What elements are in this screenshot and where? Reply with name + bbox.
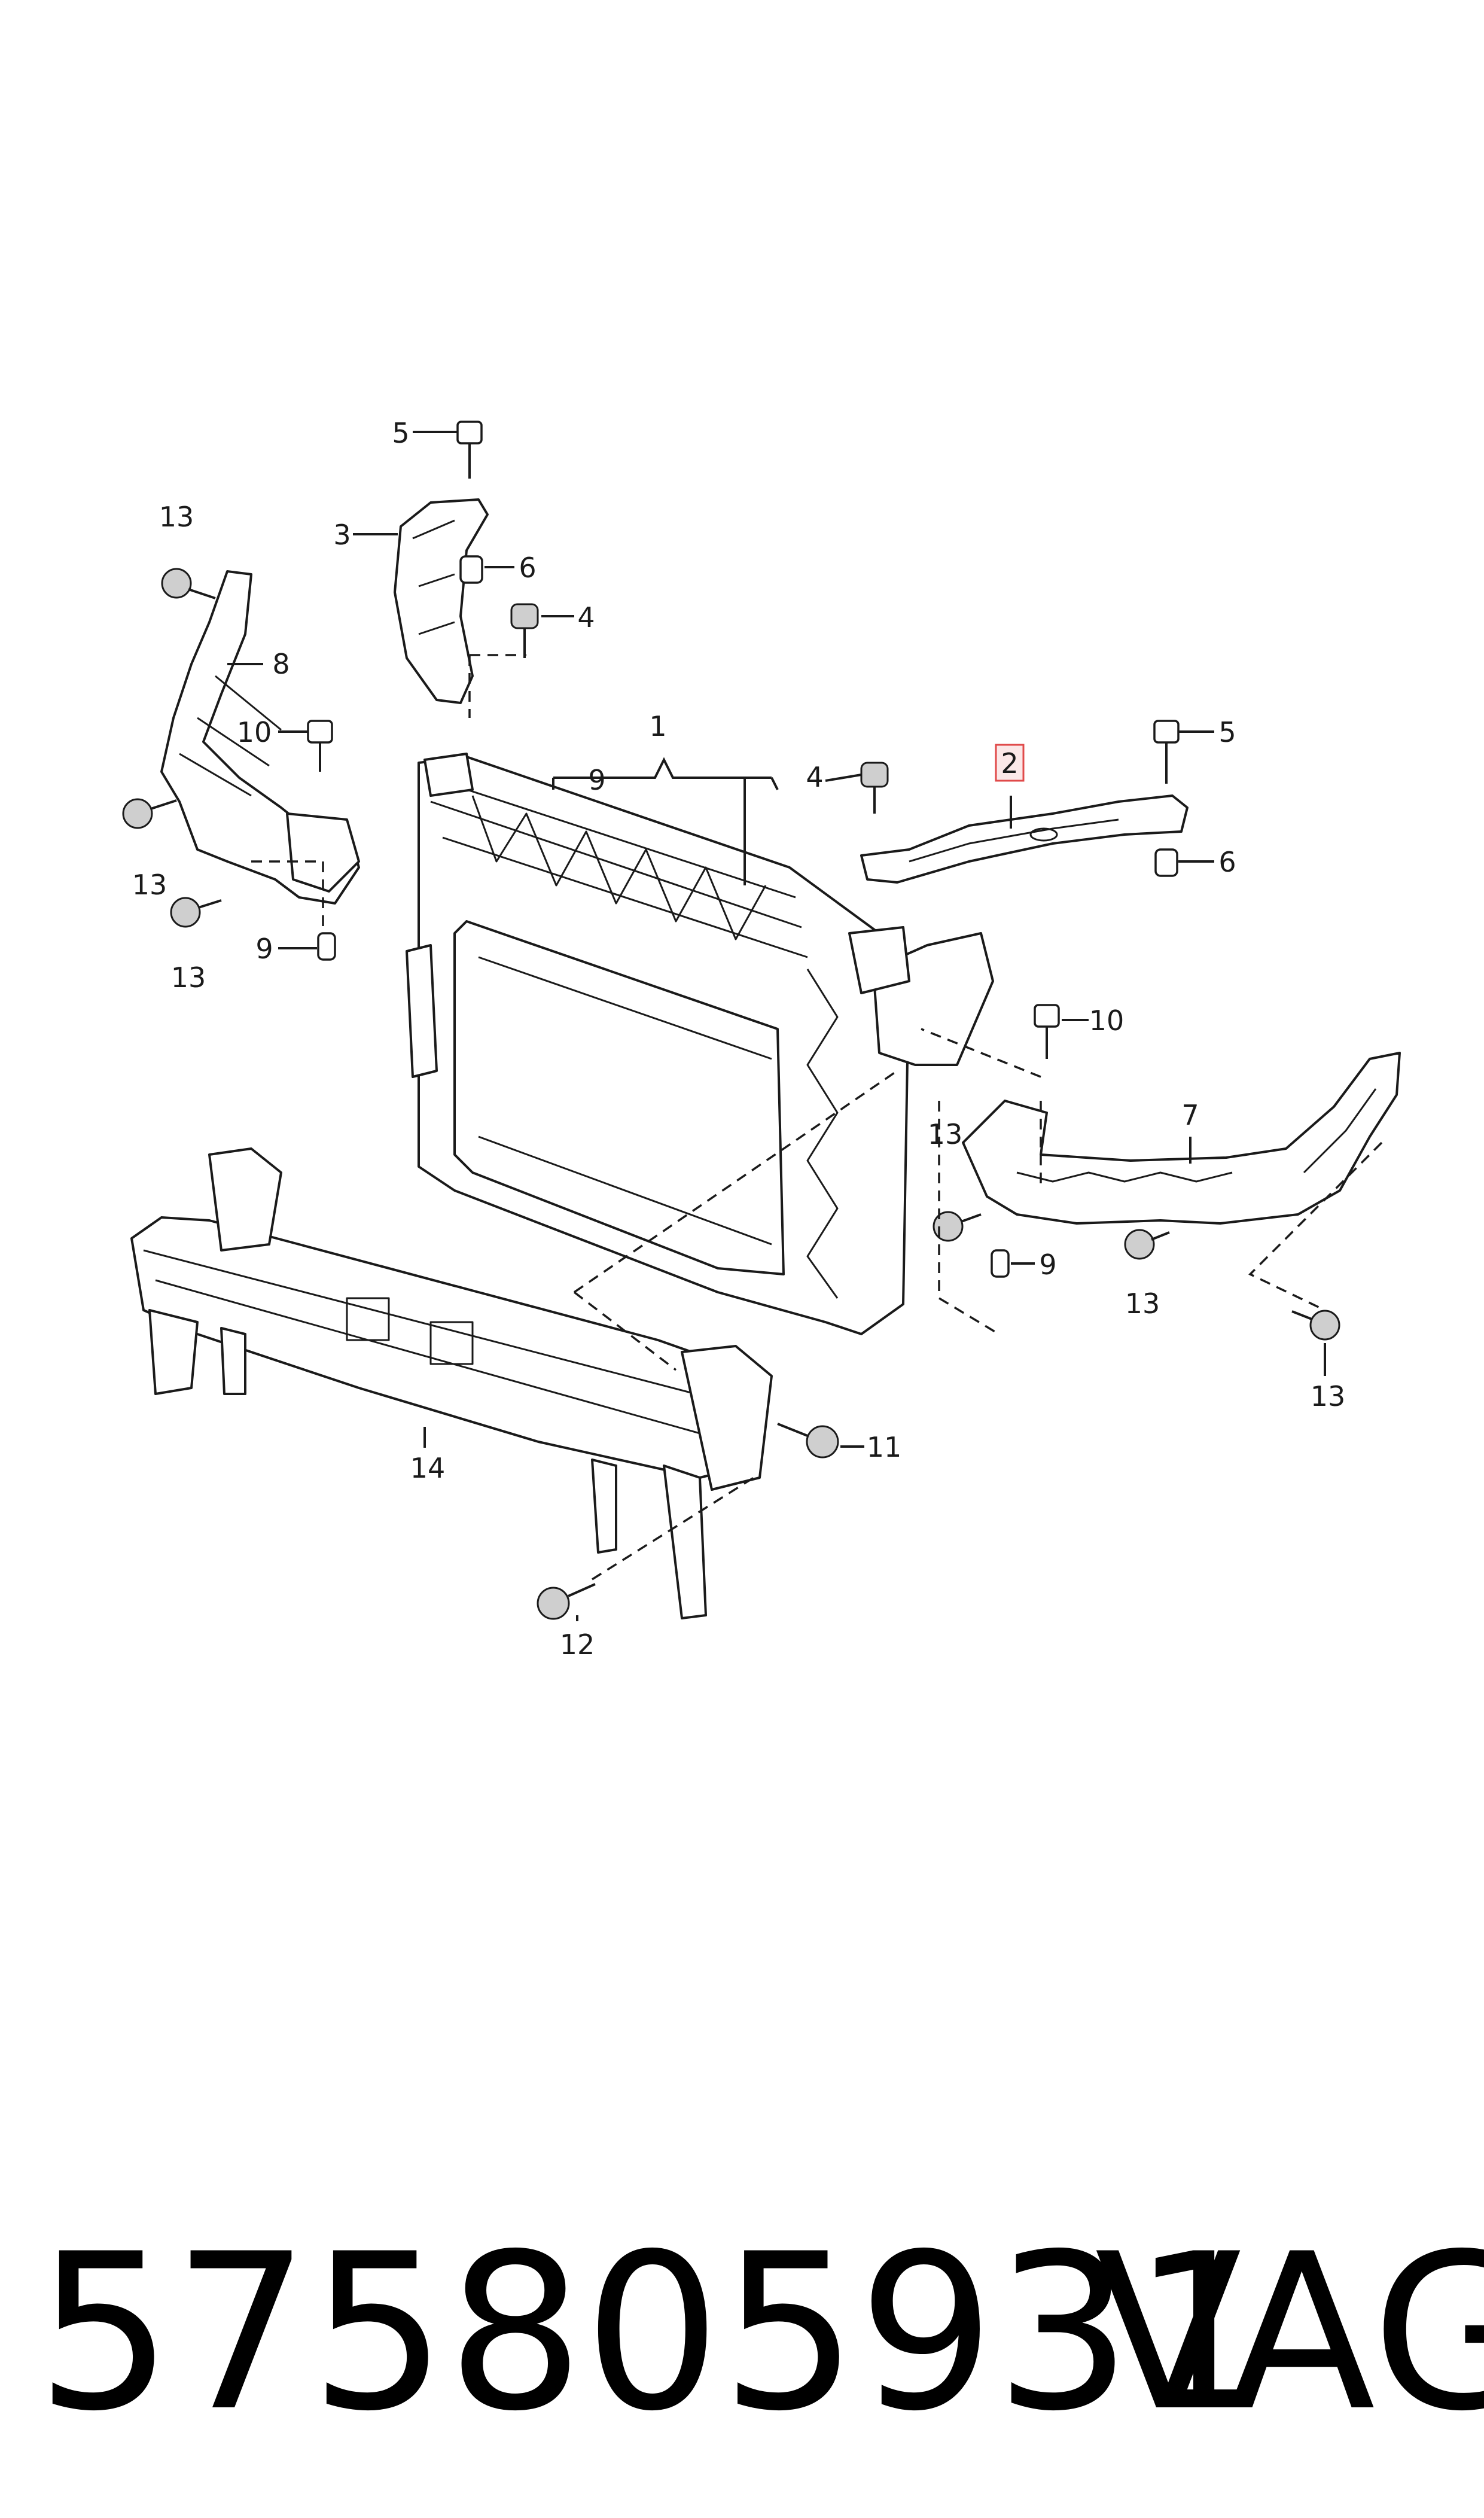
- callout-9-left: 9: [255, 933, 273, 965]
- callout-10-right: 10: [1089, 1004, 1125, 1037]
- callout-9-right: 9: [1039, 1249, 1056, 1281]
- callout-14: 14: [410, 1452, 446, 1484]
- bolt-4-upper-left: [510, 603, 539, 658]
- callout-1: 1: [649, 710, 666, 742]
- bolt-11: [777, 1423, 839, 1459]
- callout-6-left: 6: [519, 552, 536, 584]
- callout-13-top-left: 13: [159, 501, 194, 533]
- front-panel-part-1: [406, 753, 994, 1335]
- nut-6-upper-right: [1154, 848, 1178, 877]
- bolt-12: [537, 1583, 596, 1620]
- bolt-13-top-left: [161, 568, 216, 599]
- bolt-13-right-left: [933, 1211, 982, 1242]
- callout-13-right-left: 13: [928, 1118, 963, 1150]
- callout-13-left-mid: 13: [132, 869, 167, 901]
- callout-6-right: 6: [1218, 846, 1236, 878]
- bolt-4-upper-right: [860, 762, 889, 814]
- callout-13-left-low: 13: [171, 961, 206, 994]
- bolt-13-right-mid: [1124, 1229, 1170, 1260]
- upper-brace-part-2: [860, 794, 1189, 884]
- callout-5-right: 5: [1218, 716, 1236, 748]
- bolt-13-left-low: [170, 897, 222, 928]
- bolt-5-upper-left: [456, 421, 483, 479]
- nut-6-upper-left: [459, 555, 483, 584]
- callout-13-right-low: 13: [1311, 1380, 1346, 1412]
- callout-leaders: [227, 431, 1326, 1621]
- callout-9-upper: 9: [588, 764, 605, 796]
- callout-labels: 1 2 3 4 4 5 5 6 6 7 8 9 9 9 10 10 11 12 …: [132, 417, 1346, 1661]
- callout-3: 3: [333, 519, 351, 551]
- callout-7: 7: [1181, 1099, 1199, 1131]
- callout-2-highlight: [995, 744, 1025, 782]
- callout-10-left: 10: [237, 716, 272, 748]
- clip-9-right: [991, 1249, 1010, 1278]
- clip-9-left: [317, 932, 336, 961]
- bolt-10-left: [307, 720, 333, 772]
- brand-name: VAG: [1095, 2208, 1484, 2458]
- bolt-13-right-low: [1291, 1310, 1340, 1341]
- bolt-13-left-mid: [122, 798, 177, 829]
- left-side-bracket-part-8: [160, 570, 360, 905]
- right-side-bracket-part-7: [962, 1052, 1401, 1225]
- bumper-carrier-part-14: [130, 1147, 773, 1619]
- callout-8: 8: [272, 648, 290, 680]
- left-bracket-part-3: [394, 498, 489, 704]
- callout-13-right-mid: 13: [1125, 1287, 1160, 1320]
- bolt-10-right: [1034, 1004, 1060, 1059]
- callout-4-right: 4: [806, 761, 823, 793]
- assembly-dashed-lines: [251, 654, 1383, 1581]
- callout-11: 11: [867, 1431, 902, 1463]
- callout-4-left: 4: [577, 601, 595, 634]
- bolt-5-upper-right: [1153, 720, 1180, 784]
- callout-2: 2: [1001, 747, 1018, 780]
- callout-12: 12: [560, 1628, 595, 1661]
- callout-5-left: 5: [392, 417, 409, 449]
- part-number: 575805931: [36, 2208, 1269, 2458]
